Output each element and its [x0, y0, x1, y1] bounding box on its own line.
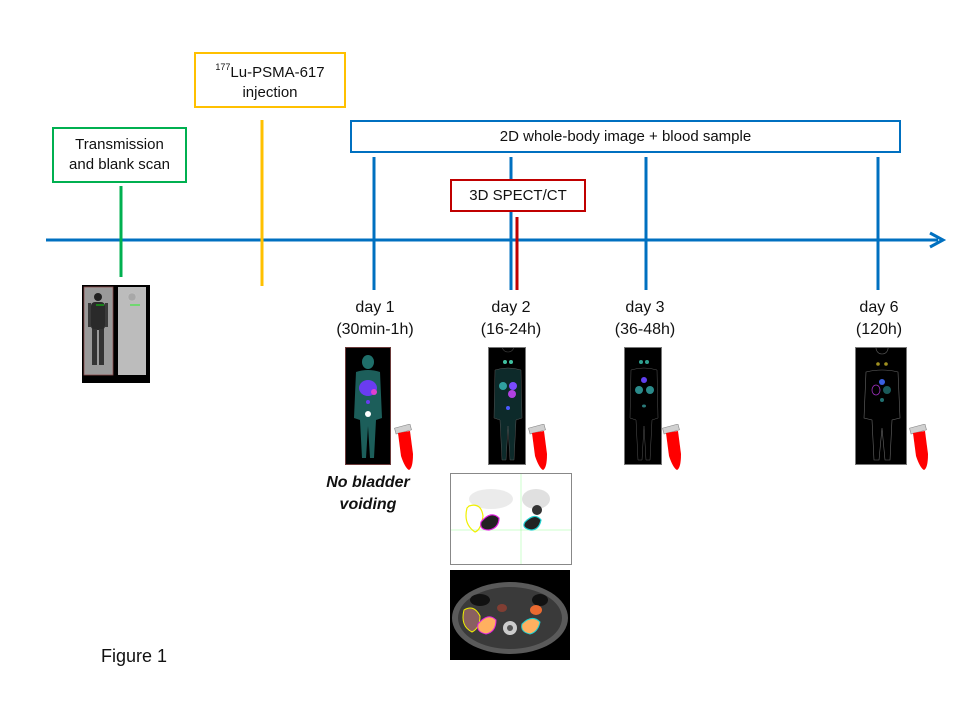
time-label: (36-48h) [614, 321, 676, 338]
timepoint-day2: day 2 (16-24h) [456, 297, 566, 341]
timepoint-day6: day 6 (120h) [824, 297, 934, 341]
injection-label-line1: 177Lu-PSMA-617 [215, 57, 324, 83]
spect-ct-graphic [452, 582, 568, 654]
spect-box: 3D SPECT/CT [450, 179, 586, 212]
figure-caption: Figure 1 [101, 646, 168, 666]
note-line1: No bladder [326, 474, 410, 491]
transmission-scan-image [82, 285, 150, 383]
isotope-superscript: 177 [215, 62, 231, 72]
day-label: day 3 [625, 299, 665, 316]
spect-kidney-image [450, 473, 572, 565]
day-label: day 2 [491, 299, 531, 316]
injection-label-line2: injection [242, 84, 298, 101]
day3-scan-image [624, 347, 662, 465]
timepoint-day1: day 1 (30min-1h) [320, 297, 430, 341]
day2-scan-image [488, 347, 526, 465]
day2-scan-graphic [493, 348, 523, 461]
blood-sample-tube-icon [662, 424, 681, 470]
day-label: day 1 [355, 299, 395, 316]
day1-scan-graphic [354, 355, 382, 458]
spect-ct-fused-image [450, 570, 570, 660]
time-label: (30min-1h) [336, 321, 414, 338]
wholebody-label: 2D whole-body image + blood sample [499, 127, 752, 145]
time-label: (16-24h) [480, 321, 542, 338]
spect-kidney-graphic [451, 474, 571, 564]
blood-sample-tube-icon [394, 424, 413, 470]
timeline-arrowhead [929, 231, 947, 249]
wholebody-box: 2D whole-body image + blood sample [350, 120, 901, 153]
transmission-scan-graphic [83, 286, 146, 376]
no-bladder-voiding-note: No bladder voiding [313, 472, 423, 516]
transmission-box: Transmission and blank scan [52, 127, 187, 183]
injection-box: 177Lu-PSMA-617 injection [194, 52, 346, 108]
time-label: (120h) [855, 321, 903, 338]
day-label: day 6 [859, 299, 899, 316]
transmission-label-line2: and blank scan [69, 156, 170, 173]
blood-sample-tube-icon [528, 424, 547, 470]
transmission-label-line1: Transmission [75, 136, 164, 153]
day3-scan-graphic [629, 360, 659, 461]
injection-compound: Lu-PSMA-617 [230, 64, 325, 81]
timepoint-day3: day 3 (36-48h) [590, 297, 700, 341]
day6-scan-graphic [863, 348, 901, 461]
day6-scan-image [855, 347, 907, 465]
day1-scan-image [345, 347, 391, 465]
blood-sample-tube-icon [909, 424, 928, 470]
spect-label: 3D SPECT/CT [469, 186, 567, 204]
note-line2: voiding [339, 496, 397, 513]
